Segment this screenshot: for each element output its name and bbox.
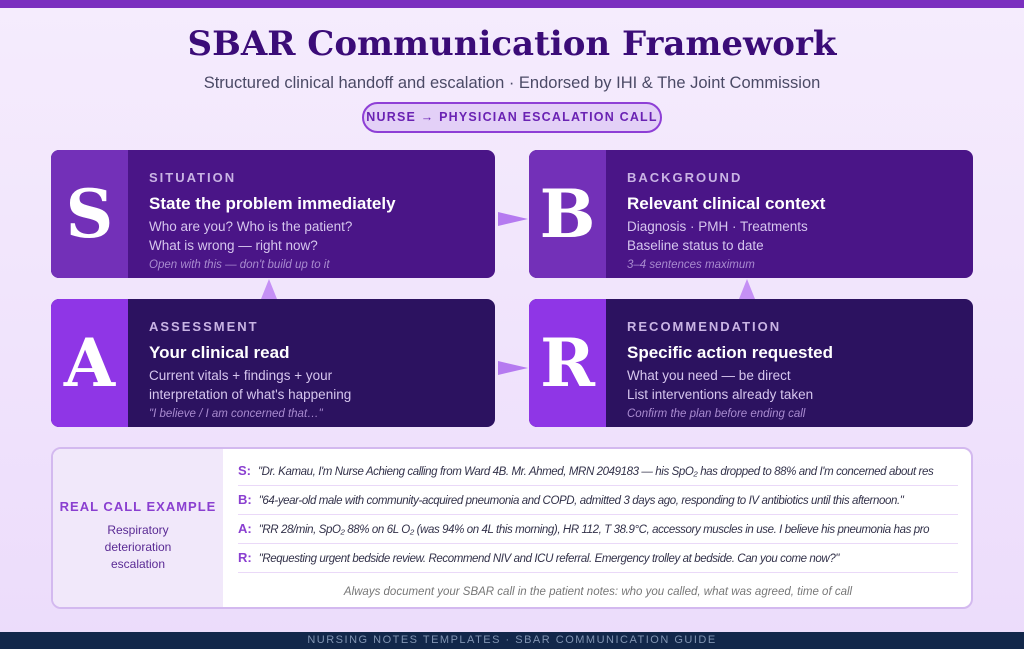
top-accent-bar — [0, 0, 1024, 8]
example-row: B: "64-year-old male with community-acqui… — [238, 486, 958, 515]
example-heading: REAL CALL EXAMPLE — [59, 499, 217, 514]
example-sidebar: REAL CALL EXAMPLE Respiratory deteriorat… — [53, 449, 223, 607]
card-recommendation: R RECOMMENDATION Specific action requeste… — [529, 299, 973, 427]
row-key: B: — [238, 492, 252, 507]
arrow-up-icon — [739, 279, 755, 299]
card-line: Diagnosis · PMH · Treatments — [627, 219, 808, 234]
row-text: "64-year-old male with community-acquire… — [258, 495, 904, 507]
arrow-right-icon — [498, 212, 528, 226]
real-call-example: REAL CALL EXAMPLE Respiratory deteriorat… — [51, 447, 973, 609]
card-line: What is wrong — right now? — [149, 238, 318, 253]
card-line: interpretation of what's happening — [149, 387, 352, 402]
example-row: R: "Requesting urgent bedside review. Rec… — [238, 544, 958, 573]
card-line: Baseline status to date — [627, 238, 764, 253]
card-label: BACKGROUND — [627, 170, 743, 185]
card-line: What you need — be direct — [627, 368, 791, 383]
example-row: S: "Dr. Kamau, I'm Nurse Achieng calling … — [238, 457, 958, 486]
card-title: Your clinical read — [149, 343, 290, 362]
card-note: "I believe / I am concerned that…" — [149, 408, 323, 420]
card-situation: S SITUATION State the problem immediately… — [51, 150, 495, 278]
row-text: "Requesting urgent bedside review. Recom… — [258, 553, 840, 565]
row-text: "Dr. Kamau, I'm Nurse Achieng calling fr… — [258, 466, 934, 478]
card-title: State the problem immediately — [149, 194, 396, 213]
row-key: S: — [238, 463, 251, 478]
card-letter: S — [51, 150, 128, 278]
card-label: RECOMMENDATION — [627, 319, 782, 334]
card-note: Confirm the plan before ending call — [627, 408, 806, 420]
row-key: R: — [238, 550, 252, 565]
escalation-pill: NURSE → PHYSICIAN ESCALATION CALL — [362, 102, 662, 133]
example-description: Respiratory deterioration escalation — [104, 523, 172, 571]
arrow-right-icon — [498, 361, 528, 375]
card-letter: A — [51, 299, 128, 427]
card-line: List interventions already taken — [627, 387, 814, 402]
row-key: A: — [238, 521, 252, 536]
card-line: Who are you? Who is the patient? — [149, 219, 353, 234]
card-label: SITUATION — [149, 170, 237, 185]
card-letter: R — [529, 299, 606, 427]
card-line: Current vitals + findings + your — [149, 368, 333, 383]
example-footnote: Always document your SBAR call in the pa… — [343, 586, 853, 598]
subtitle: Structured clinical handoff and escalati… — [203, 74, 821, 92]
example-row: A: "RR 28/min, SpO₂ 88% on 6L O₂ (was 94%… — [238, 515, 958, 544]
page-footer: NURSING NOTES TEMPLATES · SBAR COMMUNICA… — [0, 632, 1024, 649]
card-note: 3–4 sentences maximum — [627, 259, 755, 271]
card-label: ASSESSMENT — [149, 319, 259, 334]
card-title: Specific action requested — [627, 343, 833, 362]
card-title: Relevant clinical context — [627, 194, 826, 213]
arrow-up-icon — [261, 279, 277, 299]
page-title: SBAR Communication Framework — [187, 24, 837, 64]
card-letter: B — [529, 150, 606, 278]
row-text: "RR 28/min, SpO₂ 88% on 6L O₂ (was 94% o… — [258, 524, 930, 536]
card-note: Open with this — don't build up to it — [149, 259, 330, 271]
